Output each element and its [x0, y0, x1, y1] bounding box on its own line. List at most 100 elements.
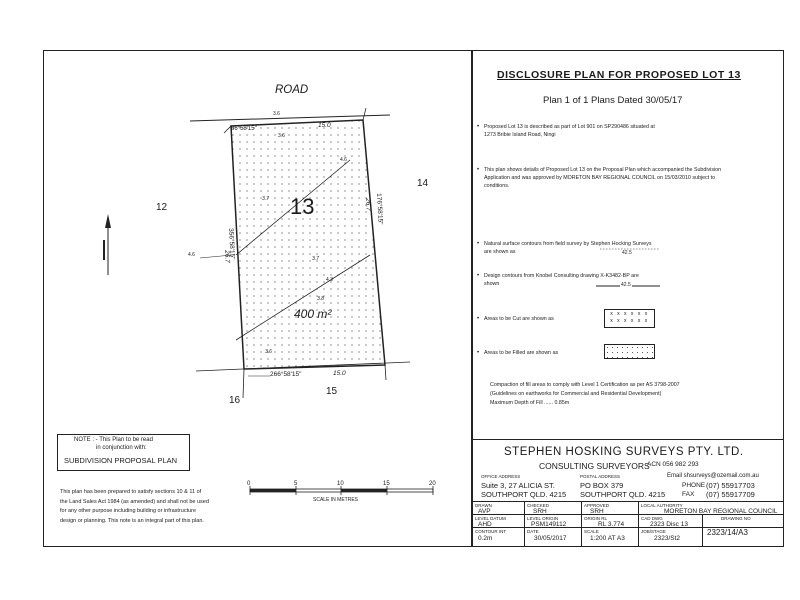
fax-label: FAX [682, 491, 695, 498]
note-line-1: NOTE : - This Plan to be read [74, 437, 153, 443]
scale-bar [249, 486, 434, 495]
cut-pattern-row: x x x x x x [610, 311, 649, 317]
postal-address-1: PO BOX 379 [580, 481, 624, 490]
checked-value: SRH [533, 508, 547, 515]
drawing-no-value: 2323/14/A3 [707, 528, 748, 537]
compaction-note: Compaction of fill areas to comply with … [490, 382, 680, 397]
fill-areas-note: Areas to be Filled are shown as [477, 349, 594, 357]
date-value: 30/05/2017 [534, 535, 567, 542]
titleblock-grid-line [472, 527, 784, 528]
panel-divider [471, 50, 473, 547]
north-arrow-icon [103, 214, 111, 275]
titleblock-grid-line [472, 501, 784, 502]
disclaimer-text: This plan has been prepared to satisfy s… [60, 489, 209, 524]
boundary-extension [223, 125, 232, 134]
plan-note-box: NOTE : - This Plan to be read in conjunc… [57, 434, 190, 471]
approved-value: SRH [590, 508, 604, 515]
level-datum-value: AHD [478, 521, 492, 528]
contour-line [235, 254, 371, 341]
left-offset: 4.6 [188, 252, 195, 258]
office-address-label: OFFICE ADDRESS [481, 474, 521, 479]
checked-label: CHECKED [527, 503, 550, 508]
drawing-sheet-border [43, 50, 784, 547]
lot-area: 400 m² [294, 307, 332, 321]
lot-number: 13 [290, 194, 315, 219]
boundary-extension [384, 364, 387, 381]
company-acn: ACN 056 982 293 [647, 461, 699, 468]
contour-label: 3.8 [317, 296, 324, 302]
top-inner-offset: 3.6 [278, 133, 285, 139]
neighbor-lot-16: 16 [229, 395, 241, 406]
level-origin-label: LEVEL ORIGIN [527, 516, 559, 521]
top-dimension: 15.0 [318, 122, 331, 129]
email: Email shsurveys@ozemail.com.au [667, 473, 759, 479]
design-contours-note: Design contours from Knobel Consulting d… [477, 272, 644, 288]
date-label: DATE [527, 529, 539, 534]
cut-areas-note: Areas to be Cut are shown as [477, 315, 594, 323]
authority-value: MORETON BAY REGIONAL COUNCIL [664, 508, 778, 515]
titleblock-grid-line [581, 501, 582, 547]
boundary-extension [242, 368, 245, 399]
origin-rl-label: ORIGIN RL [584, 516, 608, 521]
titleblock-divider [472, 439, 784, 440]
approved-label: APPROVED [584, 503, 610, 508]
cad-value: 2323 Disc 13 [650, 521, 688, 528]
postal-address-2: SOUTHPORT QLD. 4215 [580, 490, 666, 499]
neighbor-lot-14: 14 [417, 178, 429, 189]
scale-tick-label: 10 [337, 481, 344, 487]
phone-number: (07) 55917703 [706, 481, 755, 490]
road-label: ROAD [275, 84, 309, 96]
scale-tick-label: 20 [429, 481, 436, 487]
job-stage-value: 2323/St2 [654, 535, 681, 542]
titleblock-grid-line [638, 501, 639, 547]
max-fill-note: Maximum Depth of Fill ...... 0.85m [490, 400, 570, 406]
level-datum-label: LEVEL DATUM [475, 516, 506, 521]
contour-int-value: 0.2m [478, 535, 493, 542]
job-stage-label: JOB/STAGE [641, 529, 666, 534]
contour-label: 3.6 [265, 349, 272, 355]
right-dimension: 26.7 [364, 198, 372, 212]
drawn-value: AVP [478, 508, 491, 515]
top-bearing: 86°58'15" [231, 126, 257, 132]
titleblock-grid-line [472, 514, 784, 515]
phone-label: PHONE [682, 482, 706, 489]
neighbor-lot-12: 12 [156, 202, 168, 213]
contour-label: 4.6 [340, 157, 347, 163]
contour-line [235, 159, 351, 256]
postal-address-label: POSTAL ADDRESS [580, 474, 621, 479]
note-line-3: SUBDIVISION PROPOSAL PLAN [64, 456, 178, 465]
titleblock-grid-line [524, 501, 525, 547]
level-origin-value: PSM149112 [531, 521, 567, 528]
company-tagline: CONSULTING SURVEYORS [539, 461, 650, 471]
design-contour-sample: 42.5 [620, 282, 632, 288]
plan-title: DISCLOSURE PLAN FOR PROPOSED LOT 13 [497, 69, 741, 81]
drawing-no-label: DRAWING NO [721, 516, 751, 521]
company-name: STEPHEN HOSKING SURVEYS PTY. LTD. [504, 446, 744, 458]
fill-area-legend [604, 344, 655, 359]
plan-subtitle: Plan 1 of 1 Plans Dated 30/05/17 [543, 95, 683, 106]
top-offset: 3.6 [273, 111, 280, 117]
origin-rl-value: RL 3.774 [598, 521, 625, 528]
scale-label: SCALE IN METRES [313, 497, 359, 503]
fax-number: (07) 55917709 [706, 490, 755, 499]
cad-label: CAD DWG [641, 516, 663, 521]
contour-label: 3.7 [262, 196, 269, 202]
bottom-bearing: 266°58'15" [270, 371, 302, 378]
natural-contours-note: Natural surface contours from field surv… [477, 240, 654, 256]
road-boundary-line [189, 114, 391, 122]
titleblock-grid-line [702, 514, 703, 547]
office-address-2: SOUTHPORT QLD. 4215 [481, 490, 567, 499]
note-line-2: in conjunction with: [96, 445, 147, 451]
drawn-label: DRAWN [475, 503, 492, 508]
rear-boundary-line [195, 361, 411, 372]
contour-label: 4.3 [326, 277, 333, 283]
natural-contour-sample: 42.5 [622, 250, 632, 256]
lot-13-boundary [230, 119, 386, 370]
authority-label: LOCAL AUTHORITY [641, 503, 683, 508]
bottom-dimension: 15.0 [333, 370, 346, 377]
scale-tick-label: 0 [247, 481, 251, 487]
office-address-1: Suite 3, 27 ALICIA ST. [481, 481, 555, 490]
boundary-extension [362, 107, 367, 121]
scale-value: 1:200 AT A3 [590, 535, 625, 542]
